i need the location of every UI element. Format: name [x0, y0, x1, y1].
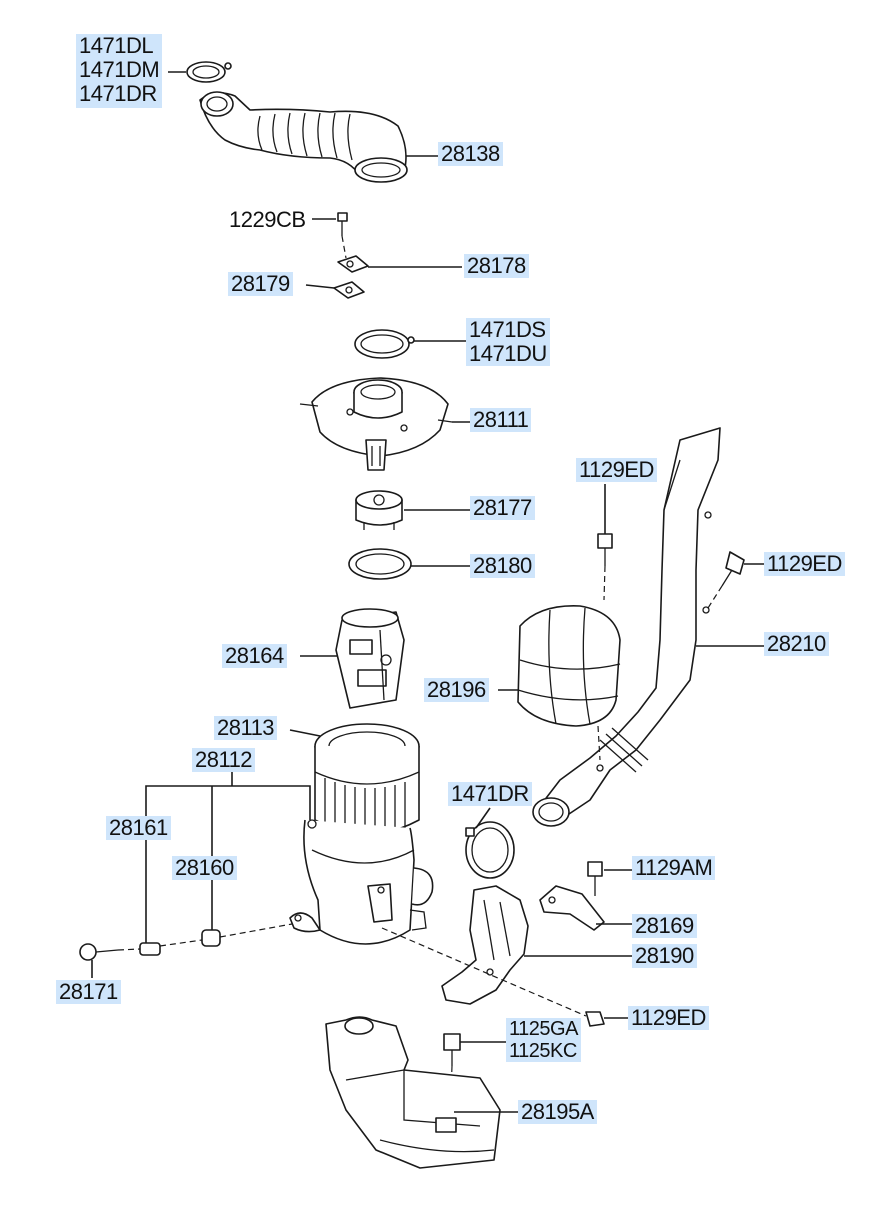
bracket-28178 — [337, 255, 369, 273]
air-filter-28113 — [314, 723, 420, 839]
hose-clamp-mid — [354, 329, 415, 359]
label-text: 1471DS — [469, 317, 546, 342]
label-1471dr[interactable]: 1471DR — [448, 782, 532, 806]
bolt-1129ed-right — [721, 551, 745, 587]
label-28112[interactable]: 28112 — [192, 748, 256, 772]
label-text: 1125KC — [509, 1040, 577, 1062]
label-28160[interactable]: 28160 — [172, 856, 237, 880]
air-cleaner-cover — [299, 377, 453, 471]
hose-clamp-top — [186, 61, 232, 83]
air-shield-28190 — [441, 885, 529, 1005]
label-28169[interactable]: 28169 — [632, 914, 697, 938]
resonator-28196 — [517, 605, 621, 727]
bushing-28160 — [201, 929, 221, 947]
label-28196[interactable]: 28196 — [424, 678, 489, 702]
bolt-28171 — [79, 943, 119, 961]
intake-hose — [199, 91, 408, 183]
bolt-1129ed-top — [597, 533, 613, 566]
label-28138[interactable]: 28138 — [438, 142, 503, 166]
label-28164[interactable]: 28164 — [222, 644, 287, 668]
label-text: 1125GA — [509, 1018, 578, 1040]
label-28179[interactable]: 28179 — [228, 272, 293, 296]
label-28111[interactable]: 28111 — [470, 408, 532, 432]
label-text: 1471DM — [79, 57, 160, 82]
bolt-1229cb — [337, 212, 348, 236]
hose-clamp-lower — [465, 821, 515, 879]
bushing-28161 — [139, 942, 161, 956]
label-1129ed-top[interactable]: 1129ED — [576, 458, 657, 482]
label-1471dl[interactable]: 1471DL 1471DM 1471DR — [76, 33, 163, 108]
lower-case-28195a — [325, 1016, 501, 1169]
sensor-assembly-28164 — [335, 608, 405, 709]
label-28171[interactable]: 28171 — [56, 980, 121, 1004]
label-28210[interactable]: 28210 — [764, 632, 829, 656]
gasket-28180 — [348, 548, 412, 580]
label-1129ed-bottom[interactable]: 1129ED — [628, 1006, 709, 1030]
air-cleaner-body-28112 — [289, 819, 434, 945]
label-28178[interactable]: 28178 — [464, 254, 529, 278]
bracket-28169 — [539, 885, 605, 931]
label-28177[interactable]: 28177 — [470, 496, 535, 520]
label-28195a[interactable]: 28195A — [518, 1100, 597, 1124]
label-28190[interactable]: 28190 — [632, 944, 697, 968]
label-text: 1471DL — [79, 33, 154, 58]
label-28161[interactable]: 28161 — [106, 816, 171, 840]
filter-element-28177 — [355, 490, 403, 530]
label-text: 1471DR — [79, 81, 157, 106]
label-text: 1471DU — [469, 341, 547, 366]
bolt-1129ed-bottom — [585, 1011, 605, 1027]
label-1229cb: 1229CB — [229, 207, 306, 232]
bolt-1129am — [587, 861, 603, 896]
air-duct-28210 — [532, 427, 721, 827]
label-1129ed-right[interactable]: 1129ED — [764, 552, 845, 576]
label-1471ds[interactable]: 1471DS 1471DU — [466, 318, 550, 366]
label-1129am[interactable]: 1129AM — [632, 856, 716, 880]
label-28113[interactable]: 28113 — [214, 716, 278, 740]
bolt-1125ga — [443, 1033, 461, 1066]
label-28180[interactable]: 28180 — [470, 554, 535, 578]
label-1125ga[interactable]: 1125GA 1125KC — [506, 1018, 581, 1062]
grommet-28179 — [333, 281, 365, 299]
